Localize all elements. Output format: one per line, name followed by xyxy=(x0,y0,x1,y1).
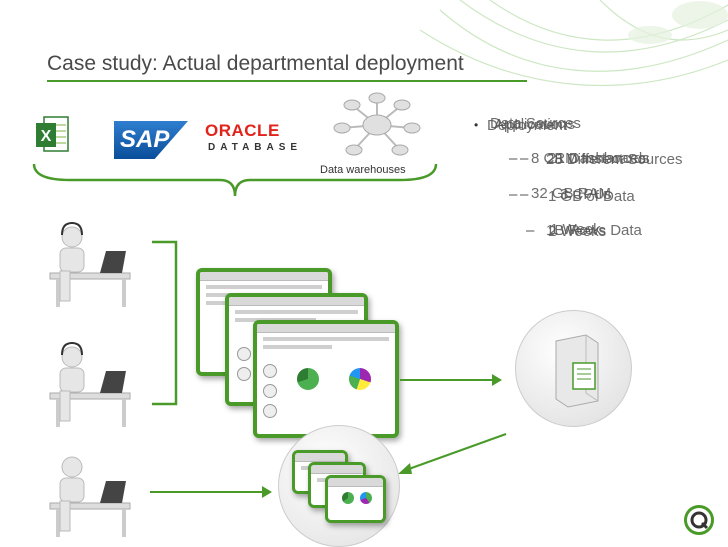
users-bracket xyxy=(152,240,178,406)
oracle-logo: ORACLE xyxy=(205,121,280,140)
bullet-heading-b: Deployment xyxy=(487,117,568,134)
call-center-user-icon xyxy=(49,341,131,427)
qlikview-icon xyxy=(684,505,714,535)
excel-icon: X xyxy=(36,115,70,155)
title-underline xyxy=(47,80,527,82)
call-center-user-icon xyxy=(49,221,131,307)
sources-brace xyxy=(32,163,438,197)
sub1-a: 8 CRM Instances xyxy=(531,150,647,167)
sub1-b: 28 Different Sources xyxy=(546,151,683,168)
dash-3: – xyxy=(526,222,535,239)
sub2-c: 3 CPUs xyxy=(560,186,612,203)
bullet-dot: • xyxy=(474,118,479,132)
sap-logo: SAP xyxy=(114,121,188,159)
sub3-c: 1B Rows Data xyxy=(546,222,642,239)
sub2-b: 32 GB RAM xyxy=(531,185,612,202)
arrow-right xyxy=(150,486,272,498)
database-cluster-icon xyxy=(333,92,421,156)
dash-1b: – xyxy=(520,150,529,167)
data-warehouses-label: Data warehouses xyxy=(320,164,406,176)
oracle-logo-subtitle: DATABASE xyxy=(208,142,303,153)
sub3-b: 1 Week xyxy=(550,221,601,238)
sub3-a: 2 Weeks xyxy=(548,223,607,240)
dash-2b: – xyxy=(520,186,529,203)
server-icon xyxy=(515,310,632,427)
sub1-c: 21 Dashboards xyxy=(548,150,650,167)
dashboard-screenshot xyxy=(253,320,399,438)
dash-2a: – xyxy=(509,186,518,203)
dashboard-screenshot xyxy=(325,475,386,523)
arrow-left xyxy=(398,433,507,474)
slide-title: Case study: Actual departmental deployme… xyxy=(47,52,464,75)
arrow-right xyxy=(400,374,502,386)
sub2-a: 1 GB of Data xyxy=(548,188,635,205)
dash-1a: – xyxy=(509,150,518,167)
user-icon xyxy=(49,456,131,537)
decorative-swirl xyxy=(419,0,728,87)
bullet-heading-a: Data Sources xyxy=(490,115,581,132)
bullet-heading-c: Applications xyxy=(494,116,575,133)
svg-text:X: X xyxy=(41,128,52,145)
